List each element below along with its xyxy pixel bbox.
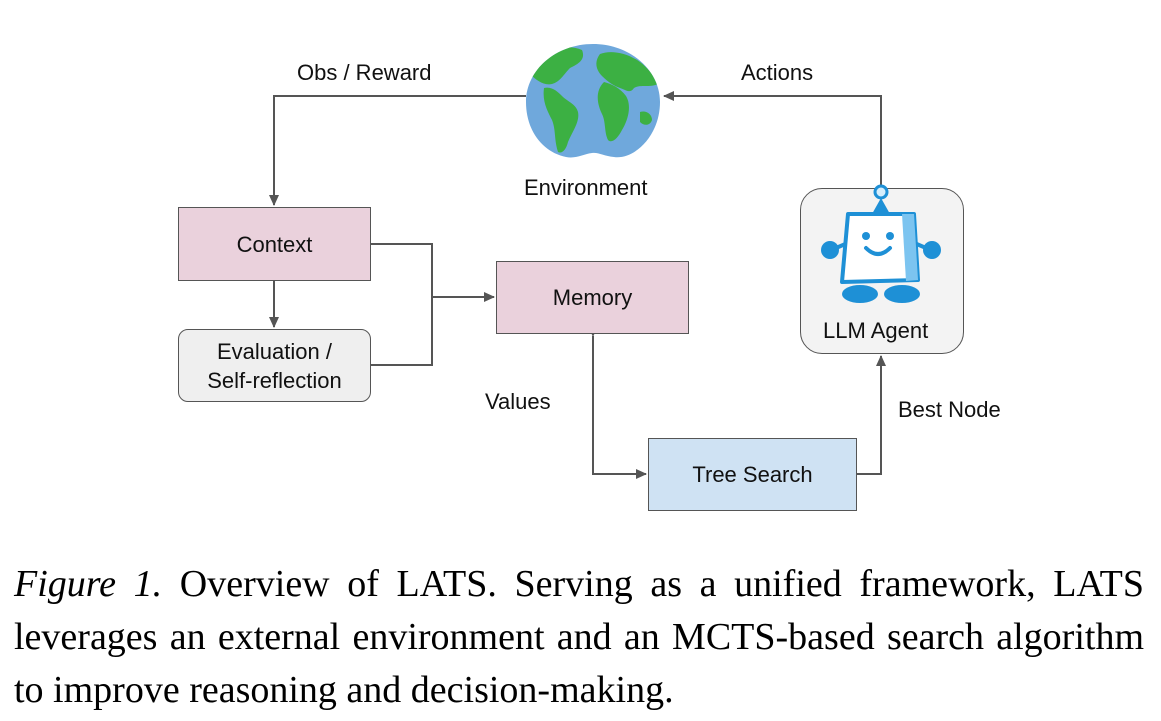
obs-reward-label: Obs / Reward [297,60,432,85]
obs-reward-arrow [269,95,526,206]
evaluation-label-line2: Self-reflection [207,367,342,393]
figure-number: Figure 1. [14,563,163,605]
evaluation-to-memory-connector [371,297,433,366]
best-node-label: Best Node [898,397,1001,422]
figure-caption: Figure 1. Overview of LATS. Serving as a… [14,558,1144,717]
best-node-arrow [857,355,886,475]
evaluation-label-line1: Evaluation / [217,338,332,364]
llm-agent-label: LLM Agent [823,318,929,343]
actions-label: Actions [741,60,814,85]
actions-arrow [663,91,882,188]
tree-search-label: Tree Search [692,462,813,487]
evaluation-node: Evaluation / Self-reflection [178,329,371,402]
caption-text: Overview of LATS. Serving as a unified f… [14,563,1145,711]
connector-layer [269,91,886,479]
tree-search-node: Tree Search [648,438,857,511]
context-label: Context [236,231,313,257]
robot-icon [821,184,941,303]
lats-diagram: Environment Obs / Reward Actions Context… [178,44,1001,511]
globe-icon [526,44,660,158]
memory-tree-search-arrow [588,326,647,479]
memory-node: Memory [496,261,689,334]
context-node: Context [178,207,371,281]
memory-label: Memory [552,285,633,310]
environment-label: Environment [524,175,648,200]
values-label: Values [485,389,551,414]
evaluation-label: Evaluation / Self-reflection [207,337,342,395]
context-to-memory-connector [371,243,433,297]
